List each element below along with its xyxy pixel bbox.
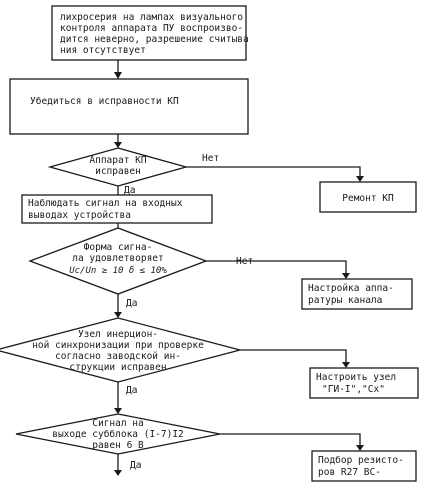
- decision-sync-line-1: Узел инерцион-: [78, 329, 158, 340]
- decision-sync-line-2: ной синхронизации при проверке: [32, 340, 204, 351]
- observe-box-line-1: Наблюдать сигнал на входных: [28, 198, 183, 209]
- arrowhead: [356, 445, 364, 451]
- resistors-box-line-1: Подбор резисто-: [318, 455, 404, 466]
- tuning-box-line-2: ратуры канала: [308, 295, 382, 306]
- decision-signal: Сигнал на выходе субблока (I-7)I2 равен …: [15, 413, 221, 455]
- start-box-line-3: дится неверно, разрешение считыва: [60, 34, 249, 45]
- start-box-line-2: контроля аппарата ПУ воспроизво-: [60, 23, 243, 34]
- connector-sync-no: [240, 349, 347, 364]
- observe-box: Наблюдать сигнал на входных выводах устр…: [21, 194, 213, 224]
- decision-apparatus: Аппарат КП исправен: [47, 147, 189, 187]
- resistors-box-line-2: ров R27 ВС-: [318, 467, 381, 478]
- observe-box-line-2: выводах устройства: [28, 210, 131, 221]
- tuning-box-line-1: Настройка аппа-: [308, 283, 394, 294]
- decision-signal-yes-label: Да: [130, 460, 141, 471]
- arrowhead: [114, 408, 122, 414]
- connector-shape-no: [206, 260, 347, 275]
- decision-signal-line-2: выходе субблока (I-7)I2: [52, 429, 184, 440]
- start-box-line-1: лихросерия на лампах визуального: [60, 12, 243, 23]
- decision-apparatus-no-label: Нет: [202, 153, 219, 164]
- decision-shape-line-3: Uc/Un ≥ 10 δ ≤ 10%: [69, 266, 167, 276]
- decision-apparatus-line-1: Аппарат КП: [89, 155, 146, 166]
- adjust-node-line-1: Настроить узел: [316, 372, 396, 383]
- decision-signal-line-1: Сигнал на: [92, 418, 143, 429]
- arrowhead: [114, 142, 122, 148]
- repair-box: Ремонт КП: [319, 181, 417, 213]
- repair-box-text: Ремонт КП: [342, 193, 394, 204]
- check-kp-box: Убедиться в исправности КП: [9, 78, 249, 135]
- decision-shape-line-1: Форма сигна-: [84, 242, 153, 253]
- decision-shape-yes-label: Да: [126, 298, 137, 309]
- decision-sync-yes-label: Да: [126, 385, 137, 396]
- adjust-node-box: Настроить узел "ГИ-I","Сх": [309, 367, 419, 399]
- decision-sync-line-4: струкции исправен: [69, 362, 166, 373]
- start-box-line-4: ния отсутствует: [60, 45, 146, 56]
- connector-apparatus-no: [186, 166, 361, 178]
- decision-sync-line-3: согласно заводской ин-: [55, 351, 181, 362]
- decision-apparatus-yes-label: Да: [124, 185, 135, 196]
- arrowhead: [342, 362, 350, 368]
- decision-shape: Форма сигна- ла удовлетворяет Uc/Un ≥ 10…: [28, 227, 208, 295]
- resistors-box: Подбор резисто- ров R27 ВС-: [311, 450, 417, 482]
- arrowhead: [114, 72, 122, 79]
- start-box: лихросерия на лампах визуального контрол…: [51, 5, 249, 61]
- connector-signal-no: [220, 433, 361, 447]
- adjust-node-line-2: "ГИ-I","Сх": [322, 384, 385, 395]
- decision-apparatus-line-2: исправен: [95, 166, 141, 177]
- decision-signal-line-3: равен 6 В: [92, 440, 144, 451]
- check-kp-text: Убедиться в исправности КП: [30, 96, 179, 107]
- decision-sync: Узел инерцион- ной синхронизации при про…: [0, 317, 243, 383]
- decision-shape-line-2: ла удовлетворяет: [72, 253, 164, 264]
- arrowhead: [114, 470, 122, 476]
- arrowhead: [342, 273, 350, 279]
- arrowhead: [114, 312, 122, 318]
- arrowhead: [356, 176, 364, 182]
- tuning-box: Настройка аппа- ратуры канала: [301, 278, 413, 310]
